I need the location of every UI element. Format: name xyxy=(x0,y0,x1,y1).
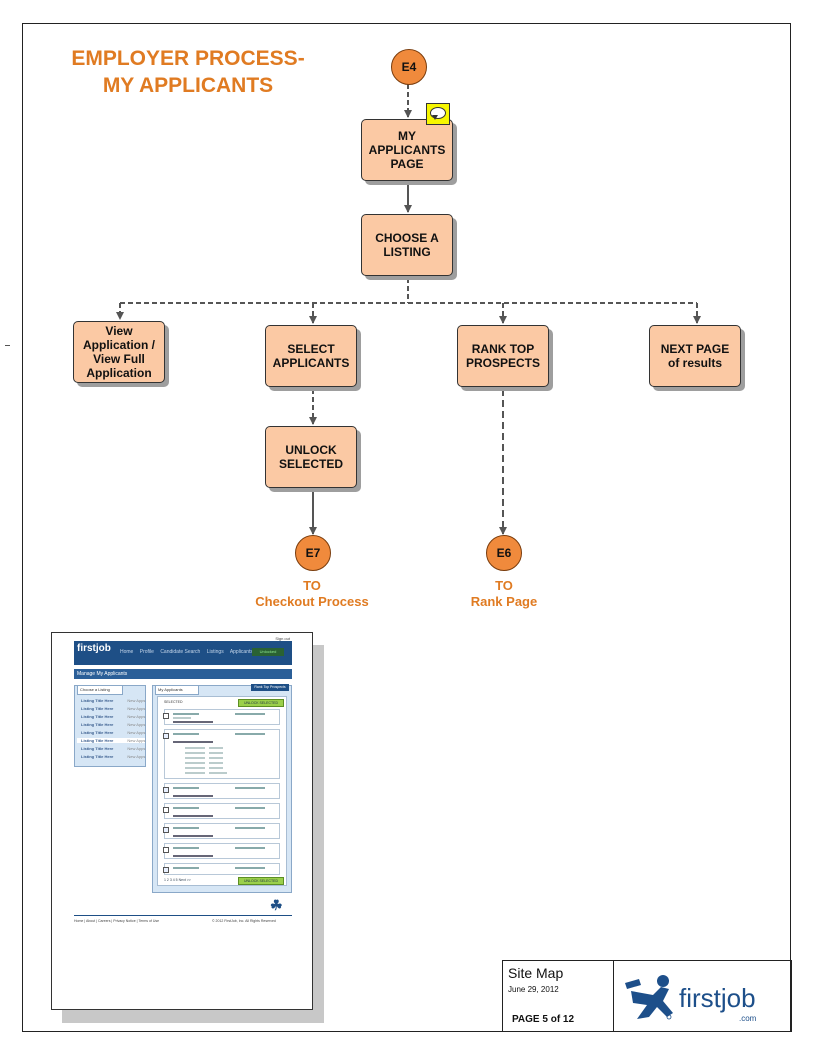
title-block: Site Map June 29, 2012 PAGE 5 of 12 firs… xyxy=(502,960,792,1032)
thumb-card-checkbox xyxy=(163,733,169,739)
thumb-listing-tab: Choose a Listing xyxy=(77,685,123,695)
node-select-applicants: SELECT APPLICANTS xyxy=(265,325,357,387)
node-e4: E4 xyxy=(391,49,427,85)
thumb-logo: firstjob xyxy=(77,643,111,654)
thumb-card-checkbox xyxy=(163,827,169,833)
thumb-card-checkbox xyxy=(163,867,169,873)
diagram-title: EMPLOYER PROCESS- MY APPLICANTS xyxy=(48,45,328,99)
thumb-nav-button: Unlocked xyxy=(252,648,284,656)
target-e7: TO Checkout Process xyxy=(242,578,382,610)
thumb-pagination: 1 2 3 4 5 Next >> xyxy=(164,878,191,882)
node-next-page: NEXT PAGE of results xyxy=(649,325,741,387)
thumb-applicant-card xyxy=(163,803,280,819)
title-block-page: PAGE 5 of 12 xyxy=(512,1014,575,1025)
target-e7-destination: Checkout Process xyxy=(255,594,369,609)
brand-mascot-icon xyxy=(625,975,673,1020)
title-block-date: June 29, 2012 xyxy=(508,985,559,994)
node-my-applicants-page: MY APPLICANTS PAGE xyxy=(361,119,453,181)
target-e7-to: TO xyxy=(303,578,321,593)
thumb-rank-button: Rank Top Prospects xyxy=(251,684,289,691)
title-block-divider xyxy=(613,961,614,1031)
page-frame xyxy=(22,23,791,1032)
title-line-1: EMPLOYER PROCESS- xyxy=(71,47,305,70)
screenshot-thumbnail: Sign out firstjob Home Profile Candidate… xyxy=(51,632,313,1010)
thumb-nav-item: Candidate Search xyxy=(160,649,201,655)
node-rank-top-prospects: RANK TOP PROSPECTS xyxy=(457,325,549,387)
thumb-applicants-tab: My Applicants xyxy=(155,685,199,695)
thumb-nav-item: Listings xyxy=(206,649,224,655)
thumb-card-checkbox xyxy=(163,787,169,793)
brand-logo: firstjob .com xyxy=(623,971,783,1026)
node-e7: E7 xyxy=(295,535,331,571)
node-view-application: View Application / View Full Application xyxy=(73,321,165,383)
thumb-nav-item: Home xyxy=(120,649,134,655)
thumb-unlock-button-top: UNLOCK SELECTED xyxy=(238,699,284,707)
thumb-applicant-card xyxy=(163,843,280,859)
thumb-applicant-card-expanded xyxy=(163,729,280,779)
thumb-footer-divider xyxy=(74,915,292,916)
target-e6: TO Rank Page xyxy=(434,578,574,610)
thumb-nav-item: Applicants xyxy=(229,649,253,655)
node-choose-a-listing: CHOOSE A LISTING xyxy=(361,214,453,276)
thumb-selected-label: SELECTED xyxy=(164,700,183,704)
thumb-footer-copyright: © 2012 FirstJob, Inc. All Rights Reserve… xyxy=(212,919,276,923)
thumb-unlock-button-bottom: UNLOCK SELECTED xyxy=(238,877,284,885)
comment-icon xyxy=(426,103,450,125)
thumb-signout: Sign out xyxy=(275,636,290,641)
thumb-nav-item: Profile xyxy=(139,649,154,655)
thumb-applicant-card xyxy=(163,783,280,799)
thumb-applicant-card xyxy=(163,709,280,725)
brand-wordmark: firstjob xyxy=(679,983,756,1013)
thumb-card-checkbox xyxy=(163,847,169,853)
title-block-name: Site Map xyxy=(508,965,564,981)
target-e6-to: TO xyxy=(495,578,513,593)
thumb-mascot-icon: ☘ xyxy=(270,897,283,913)
thumb-card-checkbox xyxy=(163,807,169,813)
thumb-nav: Home Profile Candidate Search Listings A… xyxy=(120,649,258,655)
thumb-footer-links: Home | About | Careers | Privacy Notice … xyxy=(74,919,160,923)
target-e6-destination: Rank Page xyxy=(470,594,538,609)
margin-tick xyxy=(5,345,10,346)
title-line-2: MY APPLICANTS xyxy=(102,74,274,97)
thumb-section-title: Manage My Applicants xyxy=(74,669,292,679)
thumb-applicants-panel: My Applicants Rank Top Prospects SELECTE… xyxy=(152,684,292,893)
brand-suffix: .com xyxy=(739,1014,757,1023)
thumb-applicant-card xyxy=(163,823,280,839)
thumb-card-checkbox xyxy=(163,713,169,719)
thumb-applicant-list: SELECTED UNLOCK SELECTED xyxy=(157,696,287,886)
thumb-applicant-card xyxy=(163,863,280,875)
node-unlock-selected: UNLOCK SELECTED xyxy=(265,426,357,488)
node-e6: E6 xyxy=(486,535,522,571)
